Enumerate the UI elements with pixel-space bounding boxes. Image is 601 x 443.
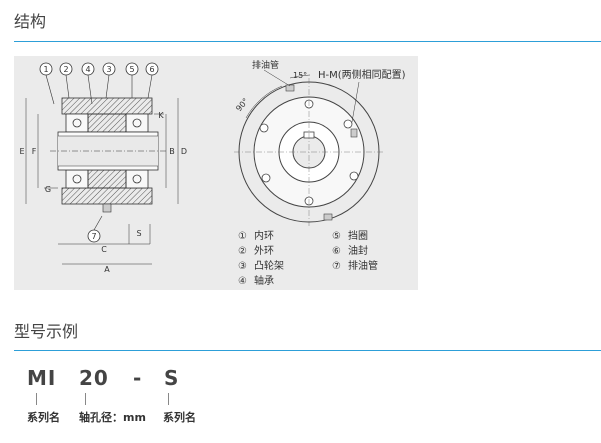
legend-label-7: 排油管 xyxy=(348,259,378,272)
section-divider-2 xyxy=(14,350,601,351)
callout-group: 1 2 4 3 5 6 7 xyxy=(39,62,159,243)
dim-e: E xyxy=(19,147,24,156)
callout-5: 5 xyxy=(129,65,134,74)
legend-num-3: ③ xyxy=(238,261,247,272)
oil-pipe-label: 排油管 xyxy=(252,59,279,71)
dim-g: G xyxy=(45,185,51,194)
dim-c: C xyxy=(101,245,107,254)
legend-label-6: 油封 xyxy=(348,244,368,257)
legend-label-3: 凸轮架 xyxy=(254,259,284,272)
dim-d: D xyxy=(181,147,187,156)
front-view xyxy=(234,78,384,226)
legend-num-5: ⑤ xyxy=(332,231,341,242)
legend-label-1: 内环 xyxy=(254,229,274,242)
model-code-separator: - xyxy=(133,366,143,390)
code-leader-2 xyxy=(85,393,86,405)
legend-num-1: ① xyxy=(238,231,247,242)
dim-k: K xyxy=(158,111,164,120)
dim-s: S xyxy=(136,229,141,238)
legend-label-4: 轴承 xyxy=(254,274,274,287)
legend-label-5: 挡圈 xyxy=(348,229,368,242)
model-code-series: MI xyxy=(27,366,57,390)
model-example-title: 型号示例 xyxy=(14,322,79,341)
model-label-bore: 轴孔径：mm xyxy=(79,411,146,424)
callout-6: 6 xyxy=(149,65,154,74)
section-divider xyxy=(14,41,601,42)
angle-15-label: 15° xyxy=(293,71,307,80)
callout-2: 2 xyxy=(63,65,68,74)
dim-f: F xyxy=(32,147,37,156)
legend-num-7: ⑦ xyxy=(332,261,341,272)
structure-drawing: 1 2 4 3 5 6 7 xyxy=(14,56,418,290)
model-label-suffix: 系列名 xyxy=(163,411,196,424)
model-code-bore: 20 xyxy=(79,366,109,390)
callout-4: 4 xyxy=(85,65,90,74)
code-leader-3 xyxy=(168,393,169,405)
callout-7: 7 xyxy=(91,232,96,241)
legend-num-6: ⑥ xyxy=(332,246,341,257)
structure-title: 结构 xyxy=(14,12,47,31)
hm-note: H-M(两侧相同配置) xyxy=(318,68,406,81)
legend-num-2: ② xyxy=(238,246,247,257)
part-legend: ① 内环 ② 外环 ③ 凸轮架 ④ 轴承 ⑤ 挡圈 ⑥ 油封 ⑦ 排油管 xyxy=(238,229,378,287)
legend-num-4: ④ xyxy=(238,276,247,287)
code-leader-1 xyxy=(36,393,37,405)
angle-90-label: 90° xyxy=(234,97,250,114)
legend-label-2: 外环 xyxy=(254,245,274,257)
callout-1: 1 xyxy=(43,65,48,74)
structure-drawing-svg: 1 2 4 3 5 6 7 xyxy=(19,59,406,287)
dim-a: A xyxy=(104,265,110,274)
dim-b: B xyxy=(169,147,175,156)
callout-3: 3 xyxy=(106,65,111,74)
model-code-suffix: S xyxy=(164,366,180,390)
model-label-series: 系列名 xyxy=(27,411,60,424)
